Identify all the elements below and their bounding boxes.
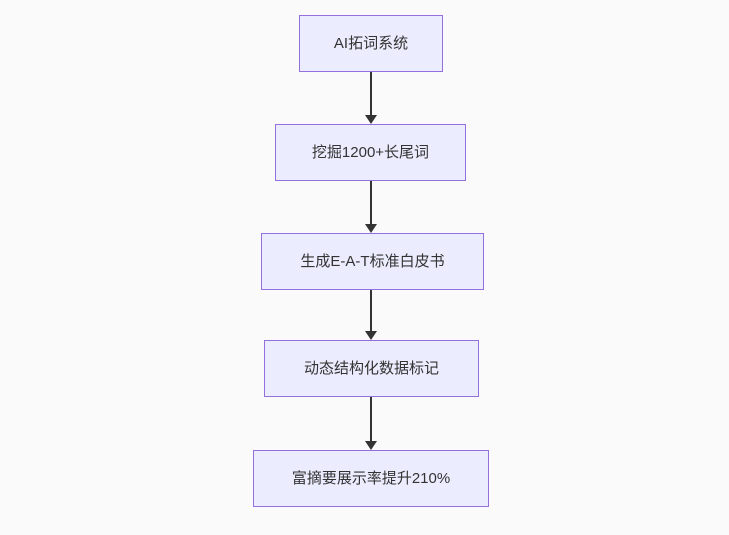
arrowhead-down-icon: [365, 115, 377, 124]
flow-edge-3-4: [365, 290, 377, 340]
flow-node-structured-data-markup: 动态结构化数据标记: [264, 340, 479, 397]
flow-edge-2-3: [365, 181, 377, 233]
flow-edge-4-5: [365, 397, 377, 450]
flow-node-ai-keyword-system: AI拓词系统: [299, 15, 443, 72]
arrow-line: [370, 397, 372, 441]
flow-node-rich-snippet-result: 富摘要展示率提升210%: [253, 450, 489, 507]
flow-node-longtail-mining: 挖掘1200+长尾词: [275, 124, 466, 181]
arrow-line: [370, 290, 372, 331]
flow-node-label: 动态结构化数据标记: [303, 359, 439, 377]
flow-node-label: 富摘要展示率提升210%: [291, 469, 451, 487]
arrowhead-down-icon: [365, 331, 377, 340]
arrow-line: [370, 72, 372, 115]
flow-edge-1-2: [365, 72, 377, 124]
arrowhead-down-icon: [365, 224, 377, 233]
flow-node-label: 挖掘1200+长尾词: [311, 143, 430, 161]
arrow-line: [370, 181, 372, 224]
flow-node-label: AI拓词系统: [333, 34, 409, 52]
flow-node-label: 生成E-A-T标准白皮书: [300, 252, 445, 270]
arrowhead-down-icon: [365, 441, 377, 450]
flow-node-eat-whitepaper: 生成E-A-T标准白皮书: [261, 233, 484, 290]
